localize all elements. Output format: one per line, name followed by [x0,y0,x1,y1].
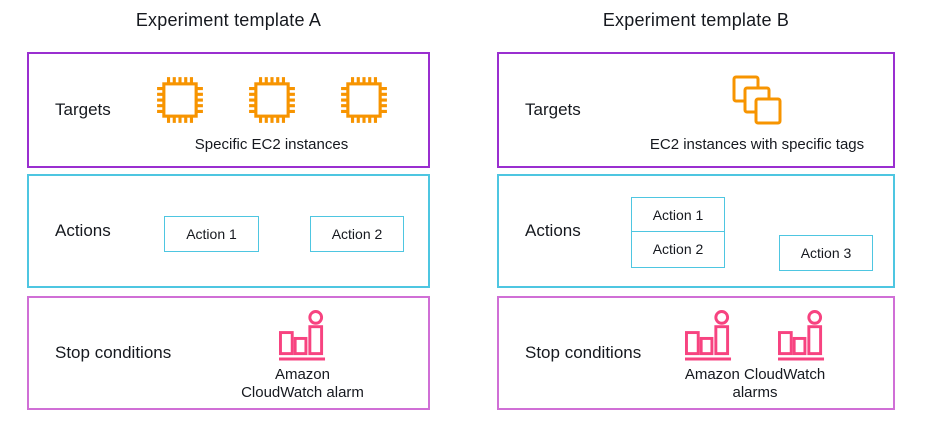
stop-conditions-content: Amazon CloudWatch alarms [619,298,891,408]
targets-caption: Specific EC2 instances [194,136,349,153]
targets-label: Targets [525,100,581,119]
cloudwatch-alarm-icon [279,310,326,361]
template-a-targets-panel: Targets Specific EC2 instances [27,52,430,168]
stacked-tagged-instances-icon [732,75,782,125]
targets-caption: EC2 instances with specific tags [649,136,865,153]
stop-conditions-caption: Amazon CloudWatch alarm [241,366,364,402]
action-box: Action 2 [310,216,404,252]
cloudwatch-alarm-icon [685,310,732,361]
alarm-icons-row [279,309,326,362]
stop-conditions-label: Stop conditions [55,343,172,362]
action-box: Action 3 [779,235,873,271]
caption-line: alarms [732,384,778,401]
stop-conditions-caption: Amazon CloudWatch alarms [685,366,825,402]
actions-label: Actions [525,221,581,240]
ec2-instance-chip-icon [155,75,204,125]
template-a-title: Experiment template A [135,10,322,30]
template-a-actions-panel: Actions Action 1 Action 2 [27,174,430,288]
stop-conditions-content: Amazon CloudWatch alarm [179,298,426,408]
action-box: Action 1 [631,197,725,232]
targets-label: Targets [55,100,111,119]
caption-line: Amazon [274,366,330,383]
template-a-stop-conditions-panel: Stop conditions Amazon CloudWatch alarm [27,296,430,410]
template-b-stop-conditions-panel: Stop conditions Amazon CloudWatch alarms [497,296,895,410]
caption-line: CloudWatch alarm [241,384,364,401]
targets-content: EC2 instances with specific tags [623,54,891,166]
targets-content: Specific EC2 instances [121,54,422,166]
alarm-icons-row [685,309,825,362]
actions-label: Actions [55,221,111,240]
ec2-instance-chip-icon [247,75,296,125]
caption-line: Amazon CloudWatch [684,366,826,383]
template-b-actions-panel: Actions Action 1 Action 2 Action 3 [497,174,895,288]
ec2-instances-row [155,75,389,125]
ec2-instance-chip-icon [339,75,388,125]
action-box: Action 2 [631,230,725,268]
tagged-instances-row [732,75,782,125]
template-b-title: Experiment template B [602,10,790,30]
stop-conditions-label: Stop conditions [525,343,642,362]
cloudwatch-alarm-icon [778,310,825,361]
template-b-targets-panel: Targets EC2 instances with specific tags [497,52,895,168]
action-box: Action 1 [164,216,259,252]
